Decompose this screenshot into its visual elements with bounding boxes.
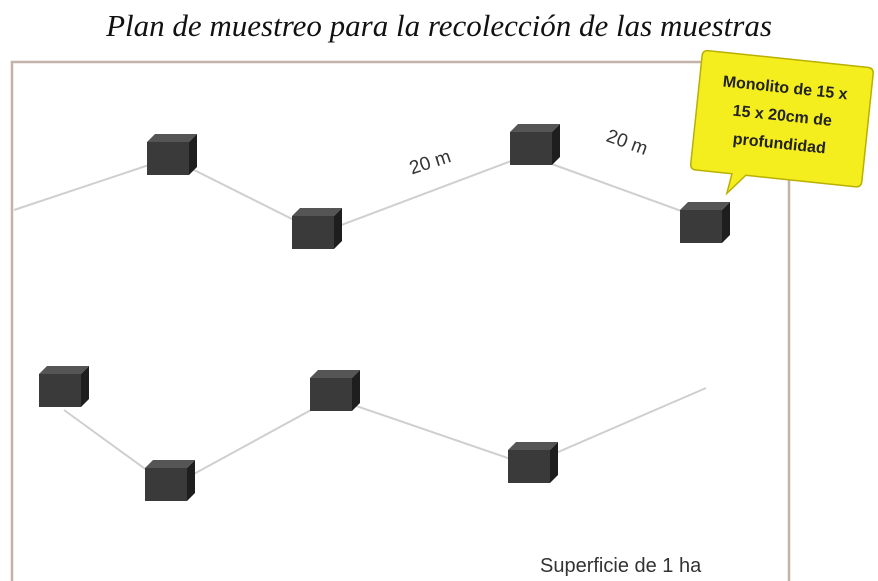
- distance-label: 20 m: [603, 126, 650, 160]
- area-label: Superficie de 1 ha: [540, 555, 702, 577]
- distance-label: 20 m: [407, 146, 454, 179]
- monolith-marker: [145, 460, 195, 501]
- monolith-marker: [510, 124, 560, 165]
- monolith-marker: [508, 442, 558, 483]
- monolith-callout: Monolito de 15 x 15 x 20cm de profundida…: [689, 49, 874, 196]
- monolith-marker: [310, 370, 360, 411]
- sampling-path-top: [13, 153, 707, 235]
- monolith-marker: [680, 202, 730, 243]
- plot-boundary: [10, 60, 791, 581]
- monolith-marker: [39, 366, 89, 407]
- monolith-marker: [292, 208, 342, 249]
- monolith-marker: [147, 134, 197, 175]
- diagram-title: Plan de muestreo para la recolección de …: [106, 8, 772, 43]
